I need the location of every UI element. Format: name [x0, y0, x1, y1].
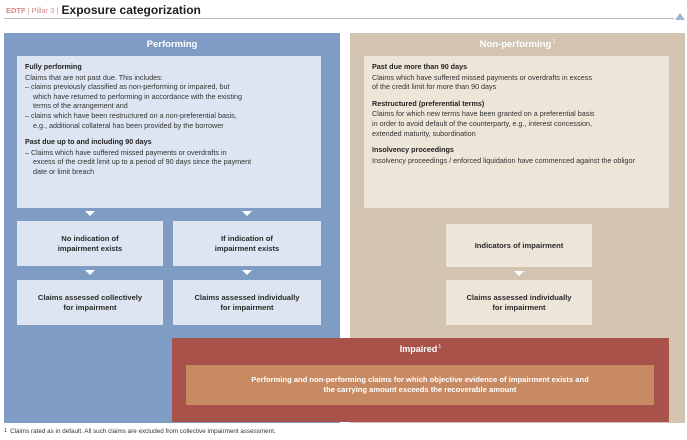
arrow-down-icon: [514, 271, 524, 276]
if-indication-line2: impairment exists: [214, 243, 280, 253]
footnote-ref: 1: [552, 39, 556, 45]
brand-label: EDTF: [6, 6, 26, 15]
impaired-line2: the carrying amount exceeds the recovera…: [323, 385, 517, 394]
insolvency-line1: Insolvency proceedings / enforced liquid…: [372, 155, 635, 165]
non-performing-title: Non-performing1: [350, 39, 685, 50]
past-due-more-90-line1: Claims which have suffered missed paymen…: [372, 72, 592, 82]
insolvency-heading: Insolvency proceedings: [372, 145, 454, 155]
performing-title: Performing: [146, 39, 198, 50]
indicators-of-impairment-box: Indicators of impairment: [446, 224, 592, 267]
individual-line2: for impairment: [220, 302, 274, 312]
header-divider: [4, 18, 674, 19]
individual-line1: Claims assessed individually: [194, 292, 300, 302]
individual-assessment-box: Claims assessed individually for impairm…: [173, 280, 321, 325]
footnote-text: Claims rated as in default. All such cla…: [10, 428, 276, 435]
past-due-90-line2: excess of the credit limit up to a perio…: [33, 157, 252, 167]
arrow-down-icon: [242, 211, 252, 216]
non-performing-title-text: Non-performing: [479, 39, 552, 50]
footnote-ref: 1: [438, 344, 442, 350]
bullet-restructured-line1: – claims which have been restructured on…: [25, 110, 237, 120]
no-indication-box: No indication of impairment exists: [17, 221, 163, 266]
arrow-down-icon: [242, 270, 252, 275]
restructured-line1: Claims for which new terms have been gra…: [372, 109, 595, 119]
non-performing-description-box: Past due more than 90 days Claims which …: [364, 56, 669, 208]
restructured-line3: extended maturity, subordination: [372, 128, 476, 138]
performing-description-box: Fully performing Claims that are not pas…: [17, 56, 321, 208]
arrow-down-icon: [85, 270, 95, 275]
if-indication-line1: If indication of: [221, 233, 273, 243]
past-due-90-line3: date or limit breach: [33, 166, 95, 176]
section-label: Pillar 3 |: [31, 6, 59, 15]
impaired-definition-box: Performing and non-performing claims for…: [186, 365, 654, 405]
impaired-line1: Performing and non-performing claims for…: [251, 374, 589, 384]
bullet-restored-line2: which have returned to performing in acc…: [33, 91, 242, 101]
if-indication-box: If indication of impairment exists: [173, 221, 321, 266]
past-due-more-90-heading: Past due more than 90 days: [372, 62, 468, 71]
bullet-restructured-line2: e.g., additional collateral has been pro…: [33, 120, 224, 130]
bullet-restored-line3: terms of the arrangement and: [33, 101, 128, 111]
collective-line2: for impairment: [63, 302, 117, 312]
bullet-restored-line1: – claims previously classified as non-pe…: [25, 82, 230, 92]
np-individual-line2: for impairment: [492, 302, 546, 312]
np-individual-assessment-box: Claims assessed individually for impairm…: [446, 280, 592, 325]
page-header: EDTF|Pillar 3 |Exposure categorization: [6, 1, 201, 17]
page-title: Exposure categorization: [61, 3, 201, 17]
past-due-more-90-line2: of the credit limit for more than 90 day…: [372, 82, 497, 92]
no-indication-line2: impairment exists: [57, 243, 123, 253]
restructured-heading: Restructured (preferential terms): [372, 98, 485, 108]
footnote-marker: 1: [4, 428, 8, 434]
collective-assessment-box: Claims assessed collectively for impairm…: [17, 280, 163, 325]
past-due-90-line1: – Claims which have suffered missed paym…: [25, 147, 227, 157]
indicators-label: Indicators of impairment: [474, 240, 564, 250]
impaired-title: Impaired1: [172, 344, 669, 354]
restructured-line2: in order to avoid default of the counter…: [372, 118, 593, 128]
past-due-90-heading: Past due up to and including 90 days: [25, 137, 152, 147]
np-individual-line1: Claims assessed individually: [466, 292, 572, 302]
fully-performing-heading: Fully performing: [25, 62, 82, 71]
header-separator: |: [27, 6, 30, 15]
collective-line1: Claims assessed collectively: [37, 292, 143, 302]
impaired-title-text: Impaired: [399, 344, 438, 354]
arrow-down-icon: [85, 211, 95, 216]
triangle-marker-icon: [675, 13, 685, 20]
fully-performing-intro: Claims that are not past due. This inclu…: [25, 72, 163, 82]
no-indication-line1: No indication of: [61, 233, 119, 243]
